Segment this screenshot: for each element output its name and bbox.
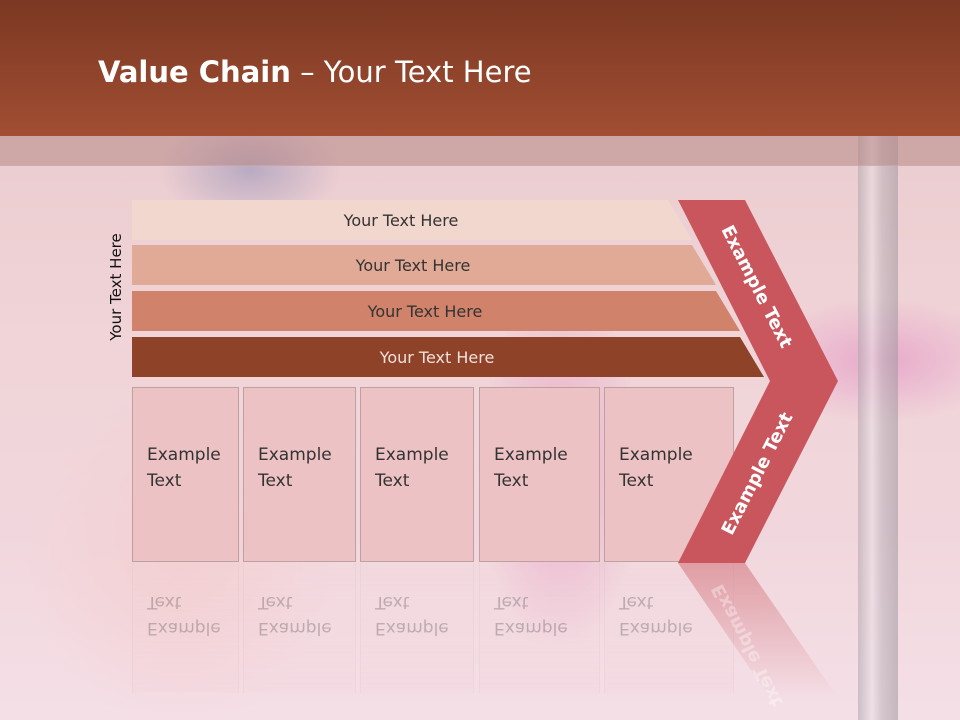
- slide-title: Value Chain – Your Text Here: [98, 55, 532, 89]
- example-box-label: Example Text: [375, 445, 449, 491]
- reflection-label: Example Text: [375, 592, 449, 638]
- reflection-label: Example Text: [147, 592, 221, 638]
- reflection-label: Example Text: [258, 592, 332, 638]
- example-box-label: Example Text: [258, 445, 332, 491]
- title-bold: Value Chain: [98, 55, 291, 89]
- example-box-label: Example Text: [494, 445, 568, 491]
- header-band: [0, 136, 960, 166]
- example-box-3: Example Text: [360, 387, 474, 562]
- background-pole: [858, 135, 898, 720]
- side-label: Your Text Here: [107, 233, 125, 341]
- value-bar-2: Your Text Here: [132, 245, 716, 285]
- value-bar-label: Your Text Here: [379, 347, 495, 367]
- box-reflection-4: Example Text: [479, 563, 600, 693]
- header-bar: Value Chain – Your Text Here: [0, 0, 960, 136]
- example-box-label: Example Text: [147, 445, 221, 491]
- value-bar-label: Your Text Here: [367, 301, 483, 321]
- box-reflection-5: Example Text: [604, 563, 734, 693]
- example-box-4: Example Text: [479, 387, 600, 562]
- value-bar-4: Your Text Here: [132, 337, 764, 377]
- box-reflection-1: Example Text: [132, 563, 239, 693]
- value-bar-label: Your Text Here: [355, 255, 471, 275]
- box-reflection-2: Example Text: [243, 563, 356, 693]
- value-bar-3: Your Text Here: [132, 291, 740, 331]
- reflection-label: Example Text: [619, 592, 693, 638]
- example-box-1: Example Text: [132, 387, 239, 562]
- example-box-2: Example Text: [243, 387, 356, 562]
- value-bar-label: Your Text Here: [343, 210, 459, 230]
- reflection-label: Example Text: [494, 592, 568, 638]
- title-rest: – Your Text Here: [290, 55, 532, 89]
- example-box-5: Example Text: [604, 387, 734, 562]
- value-bar-1: Your Text Here: [132, 200, 692, 240]
- box-reflection-3: Example Text: [360, 563, 474, 693]
- example-box-label: Example Text: [619, 445, 693, 491]
